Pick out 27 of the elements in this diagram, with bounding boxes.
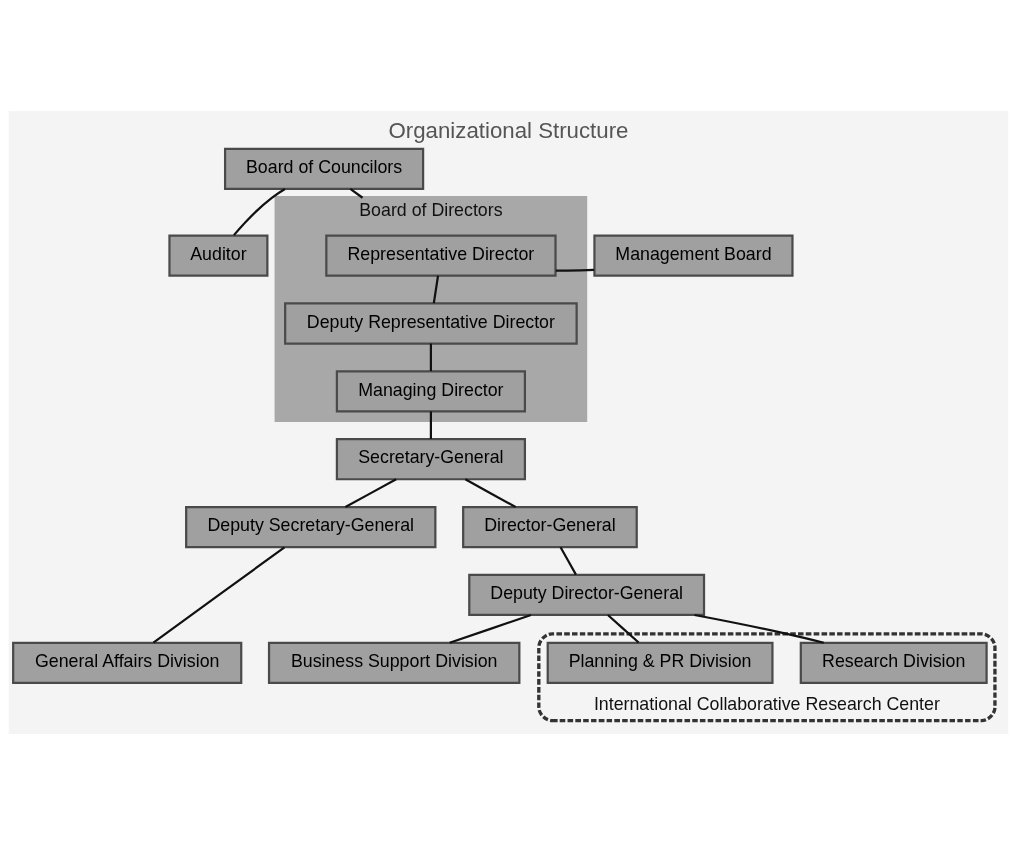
node-box: Director-General: [462, 505, 638, 548]
connector: [607, 613, 640, 643]
node-box: Business Support Division: [267, 641, 521, 684]
connector: [429, 410, 432, 439]
node-box: Management Board: [593, 234, 794, 277]
node-box: Auditor: [168, 234, 269, 277]
connector: [694, 613, 825, 644]
connector: [429, 343, 432, 371]
node-box: Managing Director: [335, 369, 527, 412]
connector: [464, 477, 517, 508]
node-box: Board of Councilors: [223, 147, 425, 190]
connector: [349, 187, 364, 199]
node-box: Representative Director: [325, 234, 557, 277]
connector: [559, 546, 577, 575]
node-box: Deputy Representative Director: [284, 301, 578, 345]
node-box: Secretary-General: [335, 437, 527, 480]
node-box: General Affairs Division: [12, 641, 243, 684]
connector: [344, 477, 397, 508]
node-box: Deputy Director-General: [468, 573, 706, 616]
connector: [449, 613, 532, 644]
connector: [555, 268, 595, 272]
connector: [432, 275, 440, 303]
diagram-title: Organizational Structure: [388, 117, 629, 143]
connector: [152, 545, 286, 643]
node-box: Research Division: [799, 641, 988, 684]
node-box: Deputy Secretary-General: [185, 505, 437, 548]
node-box: Planning & PR Division: [546, 641, 774, 684]
